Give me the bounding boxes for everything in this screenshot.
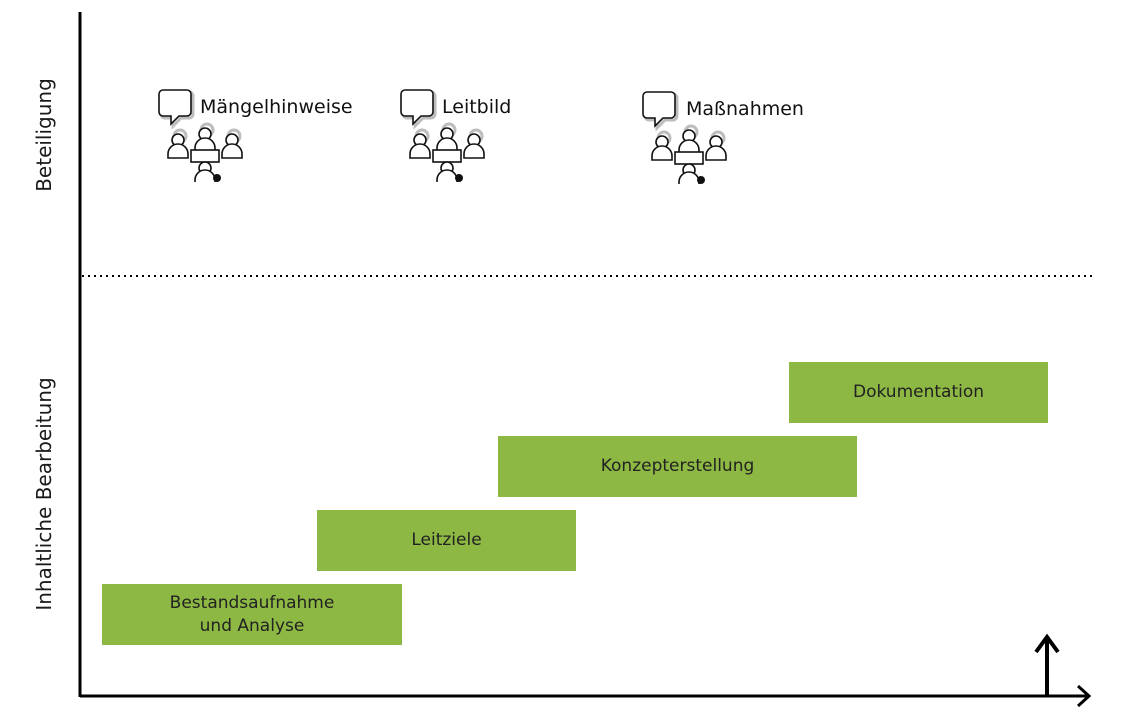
phase-label: Dokumentation [852, 382, 985, 402]
lane-label-beteiligung: Beteiligung [32, 78, 56, 192]
phase-label: Konzepterstellung [600, 456, 755, 476]
phase-bestandsaufnahme: Bestandsaufnahme und Analyse [102, 584, 402, 645]
phase-label: Leitziele [411, 530, 482, 550]
event-label: Maßnahmen [686, 98, 804, 120]
event-label: Leitbild [442, 96, 512, 118]
phase-label: Bestandsaufnahme und Analyse [169, 592, 335, 636]
lane-label-inhaltliche-bearbeitung: Inhaltliche Bearbeitung [32, 377, 56, 611]
phase-leitziele: Leitziele [317, 510, 576, 571]
horizontal-axis-arrowhead [1076, 684, 1092, 708]
event-label: Mängelhinweise [200, 96, 353, 118]
phase-konzepterstellung: Konzepterstellung [498, 436, 857, 497]
phase-dokumentation: Dokumentation [789, 362, 1048, 423]
up-arrow-head [1034, 633, 1060, 654]
